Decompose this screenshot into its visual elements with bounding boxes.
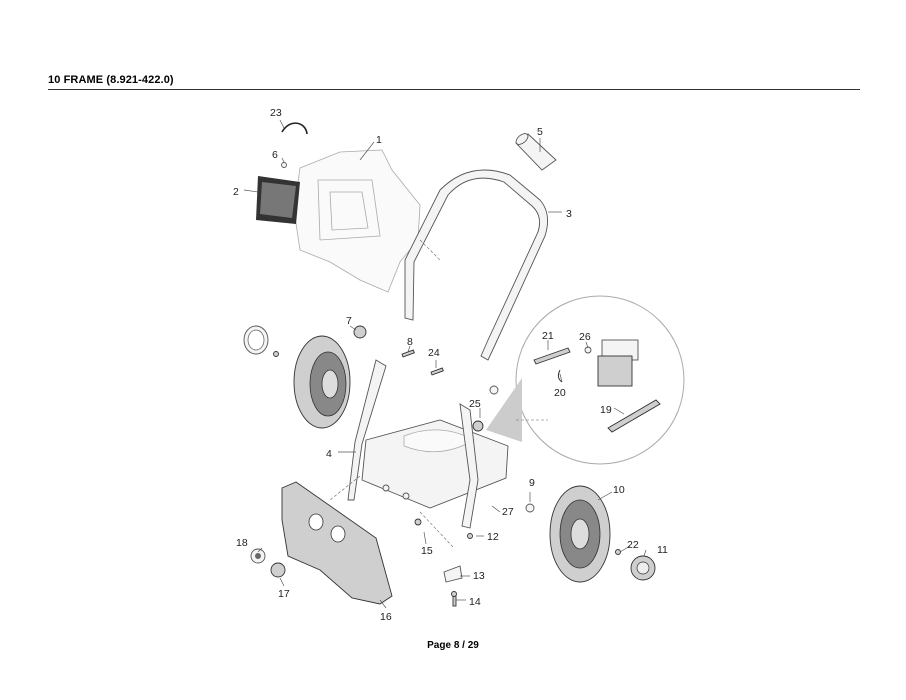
- callout-26: 26: [579, 331, 591, 343]
- callout-23: 23: [270, 107, 282, 119]
- callout-7: 7: [346, 315, 352, 327]
- callout-10: 10: [613, 484, 625, 496]
- left-wheel-part: [243, 325, 351, 429]
- callout-12: 12: [487, 531, 499, 543]
- screw-part: [281, 162, 287, 168]
- callout-21: 21: [542, 330, 554, 342]
- fitting-parts: [250, 548, 286, 578]
- callout-14: 14: [469, 596, 481, 608]
- callout-3: 3: [566, 208, 572, 220]
- callout-8: 8: [407, 336, 413, 348]
- callout-13: 13: [473, 570, 485, 582]
- right-wheel-part: [549, 485, 656, 583]
- callout-5: 5: [537, 126, 543, 138]
- callout-17: 17: [278, 588, 290, 600]
- callout-6: 6: [272, 149, 278, 161]
- callout-1: 1: [376, 134, 382, 146]
- callout-labels: 1 2 3 4 5 6 7 8 9 10 11 12 13 14 15 16 1…: [233, 107, 668, 623]
- callout-9: 9: [529, 477, 535, 489]
- callout-4: 4: [326, 448, 332, 460]
- callout-25: 25: [469, 398, 481, 410]
- callout-16: 16: [380, 611, 392, 623]
- base-frame-part: [347, 359, 509, 529]
- page-number: Page 8 / 29: [427, 640, 479, 651]
- callout-18: 18: [236, 537, 248, 549]
- housing-part: [293, 149, 421, 293]
- callout-22: 22: [627, 539, 639, 551]
- filter-screen-part: [256, 176, 300, 224]
- callout-2: 2: [233, 186, 239, 198]
- callout-15: 15: [421, 545, 433, 557]
- grip-part: [515, 133, 557, 171]
- callout-11: 11: [657, 544, 668, 556]
- callout-24: 24: [428, 347, 440, 359]
- foot-and-bolt-parts: [443, 565, 463, 607]
- callout-27: 27: [502, 506, 514, 518]
- title-divider: [48, 89, 860, 90]
- page-title: 10 FRAME (8.921-422.0): [48, 74, 174, 86]
- small-hardware-parts: [353, 325, 535, 539]
- pump-detail-inset: [486, 295, 685, 465]
- front-panel-part: [281, 481, 393, 605]
- leader-lines: [243, 119, 647, 609]
- callout-20: 20: [554, 387, 566, 399]
- callout-19: 19: [600, 404, 612, 416]
- wire-clip-part: [281, 122, 308, 135]
- handle-frame-part: [404, 169, 549, 361]
